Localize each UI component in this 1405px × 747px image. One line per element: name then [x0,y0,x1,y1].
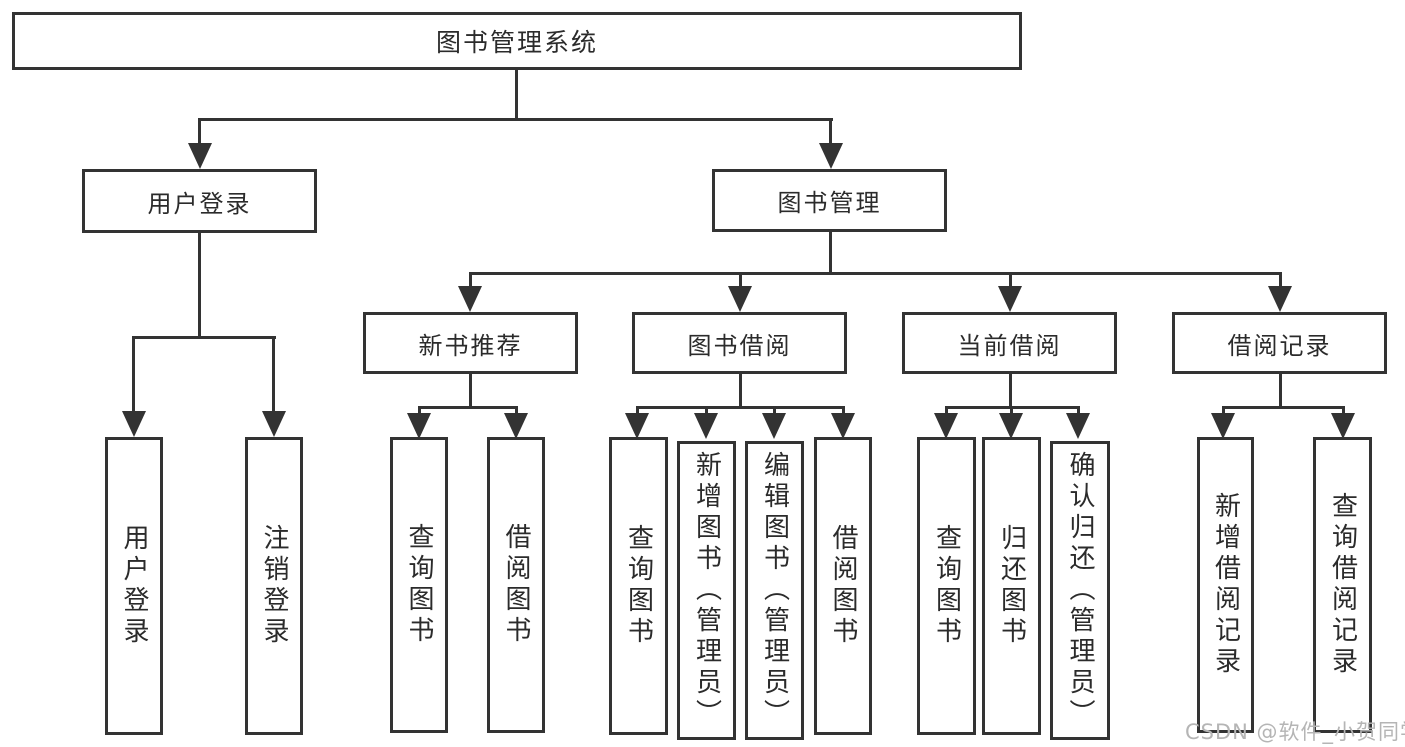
leaf-label: 查询图书 [623,524,654,648]
connector-line [636,406,844,409]
connector-line [132,336,276,339]
node-new-book-recommend: 新书推荐 [363,312,578,374]
arrowhead-icon [831,413,855,439]
arrowhead-icon [1211,413,1235,439]
connector-line [1222,406,1344,409]
leaf-add-borrow-record: 新增借阅记录 [1197,437,1254,733]
node-label: 图书管理 [777,189,882,217]
leaf-label: 查询借阅记录 [1327,492,1358,678]
connector-line [469,272,1282,275]
connector-line [469,374,472,408]
leaf-logout: 注销登录 [245,437,303,735]
node-label: 新书推荐 [418,331,523,360]
arrowhead-icon [458,286,482,312]
arrowhead-icon [819,143,843,169]
leaf-label: 借阅图书 [828,524,858,648]
connector-line [1279,272,1282,292]
connector-line [198,233,201,336]
arrowhead-icon [999,413,1023,439]
node-root-library-system: 图书管理系统 [12,12,1022,70]
leaf-label: 确认归还（管理员） [1065,451,1095,730]
leaf-label: 查询图书 [931,524,962,648]
leaf-label: 归还图书 [996,524,1027,648]
arrowhead-icon [122,411,146,437]
leaf-label: 编辑图书（管理员） [759,451,790,730]
leaf-borrow-books: 借阅图书 [814,437,872,735]
leaf-borrow-books-recommend: 借阅图书 [487,437,545,733]
leaf-label: 新增借阅记录 [1210,492,1241,678]
connector-line [829,118,832,150]
leaf-query-books-current: 查询图书 [917,437,976,735]
leaf-label: 注销登录 [259,524,289,648]
leaf-label: 查询图书 [404,523,434,647]
leaf-add-books-admin: 新增图书（管理员） [677,441,736,740]
connector-line [1009,272,1012,292]
arrowhead-icon [407,413,431,439]
arrowhead-icon [625,413,649,439]
leaf-user-login: 用户登录 [105,437,163,735]
connector-line [1009,374,1012,408]
leaf-confirm-return-admin: 确认归还（管理员） [1050,441,1110,740]
node-label: 借阅记录 [1227,331,1332,360]
arrowhead-icon [188,143,212,169]
leaf-query-books-recommend: 查询图书 [390,437,448,733]
connector-line [1279,374,1282,408]
leaf-edit-books-admin: 编辑图书（管理员） [745,441,804,740]
arrowhead-icon [934,413,958,439]
arrowhead-icon [504,413,528,439]
arrowhead-icon [998,286,1022,312]
node-label: 图书借阅 [687,331,792,360]
connector-line [132,336,135,414]
connector-line [829,232,832,272]
csdn-watermark: CSDN @软件_小贺同学 [1185,720,1405,744]
connector-line [198,118,201,150]
arrowhead-icon [1066,413,1090,439]
connector-line [739,374,742,408]
leaf-label: 借阅图书 [501,523,531,647]
connector-line [515,70,518,118]
arrowhead-icon [262,411,286,437]
node-book-borrowing: 图书借阅 [632,312,847,374]
leaf-query-borrow-record: 查询借阅记录 [1313,437,1372,733]
node-borrowing-records: 借阅记录 [1172,312,1387,374]
arrowhead-icon [1331,413,1355,439]
leaf-label: 新增图书（管理员） [691,451,722,730]
leaf-return-books: 归还图书 [982,437,1041,735]
leaf-label: 用户登录 [119,524,149,648]
connector-line [469,272,472,292]
arrowhead-icon [694,413,718,439]
node-label: 图书管理系统 [435,28,598,57]
connector-line [272,336,275,414]
arrowhead-icon [1268,286,1292,312]
arrowhead-icon [728,286,752,312]
node-current-borrowing: 当前借阅 [902,312,1117,374]
node-book-management: 图书管理 [712,169,947,232]
connector-line [418,406,518,409]
arrowhead-icon [762,413,786,439]
leaf-query-books-borrowing: 查询图书 [609,437,668,735]
node-label: 用户登录 [147,189,252,218]
node-label: 当前借阅 [957,331,1062,360]
connector-line [198,118,833,121]
connector-line [739,272,742,292]
node-user-login: 用户登录 [82,169,317,233]
